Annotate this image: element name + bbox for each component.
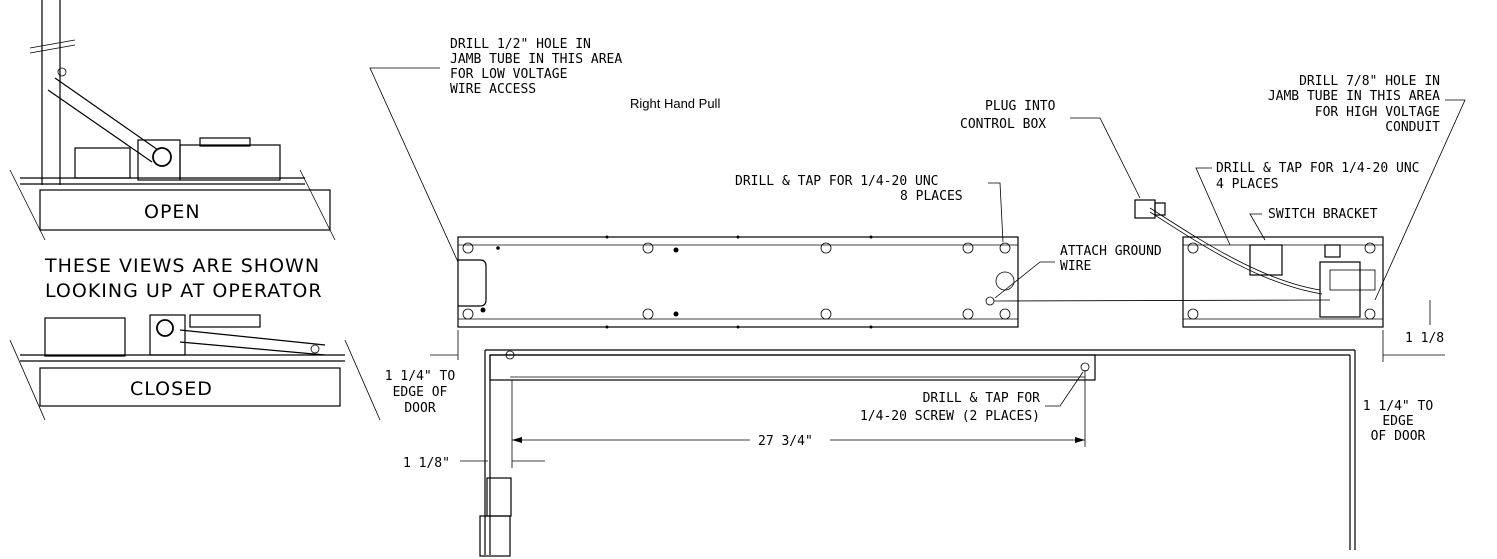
tap-8-note: DRILL & TAP FOR 1/4-20 UNC 8 PLACES: [735, 174, 1004, 243]
svg-text:OF DOOR: OF DOOR: [1371, 429, 1426, 444]
svg-text:8 PLACES: 8 PLACES: [900, 189, 963, 204]
svg-text:EDGE OF: EDGE OF: [393, 385, 448, 400]
svg-text:JAMB TUBE IN THIS AREA: JAMB TUBE IN THIS AREA: [450, 52, 622, 67]
plug-connector: [1134, 199, 1166, 219]
drawing-title: Right Hand Pull: [630, 96, 720, 111]
dim-span: 27 3/4": [512, 370, 1086, 449]
view-note-line1: THESE VIEWS ARE SHOWN: [44, 255, 320, 277]
svg-text:DRILL & TAP FOR 1/4-20 UNC: DRILL & TAP FOR 1/4-20 UNC: [735, 174, 939, 189]
low-voltage-note: DRILL 1/2" HOLE IN JAMB TUBE IN THIS ARE…: [369, 37, 622, 263]
mounting-plate: [457, 235, 1331, 329]
svg-text:FOR LOW VOLTAGE: FOR LOW VOLTAGE: [450, 67, 567, 82]
svg-text:1 1/4" TO: 1 1/4" TO: [385, 369, 456, 384]
tap-screw-note: DRILL & TAP FOR 1/4-20 SCREW (2 PLACES): [860, 371, 1084, 424]
dim-left-offset: 1 1/8": [403, 380, 545, 471]
svg-text:DRILL 7/8" HOLE IN: DRILL 7/8" HOLE IN: [1299, 74, 1440, 89]
svg-text:27 3/4": 27 3/4": [758, 434, 813, 449]
svg-text:1 1/8: 1 1/8: [1405, 331, 1444, 346]
view-note-line2: LOOKING UP AT OPERATOR: [45, 280, 323, 302]
door-outline: [479, 349, 1356, 557]
svg-text:FOR HIGH VOLTAGE: FOR HIGH VOLTAGE: [1315, 105, 1440, 120]
svg-text:CONTROL BOX: CONTROL BOX: [960, 117, 1046, 132]
switch-bracket-note: SWITCH BRACKET: [1249, 207, 1378, 241]
svg-text:1/4-20 SCREW (2 PLACES): 1/4-20 SCREW (2 PLACES): [860, 409, 1040, 424]
svg-text:DOOR: DOOR: [404, 401, 435, 416]
dim-left-edge: 1 1/4" TO EDGE OF DOOR: [385, 330, 459, 416]
svg-text:DRILL 1/2" HOLE IN: DRILL 1/2" HOLE IN: [450, 37, 591, 52]
closed-view: CLOSED: [9, 314, 381, 421]
svg-text:EDGE: EDGE: [1382, 414, 1413, 429]
high-voltage-note: DRILL 7/8" HOLE IN JAMB TUBE IN THIS ARE…: [1268, 74, 1466, 301]
svg-text:CONDUIT: CONDUIT: [1385, 120, 1440, 135]
svg-text:SWITCH BRACKET: SWITCH BRACKET: [1268, 207, 1378, 222]
svg-text:1 1/8": 1 1/8": [403, 456, 450, 471]
svg-text:WIRE ACCESS: WIRE ACCESS: [450, 82, 536, 97]
svg-text:ATTACH GROUND: ATTACH GROUND: [1060, 244, 1162, 259]
tap-4-note: DRILL & TAP FOR 1/4-20 UNC 4 PLACES: [1195, 161, 1420, 246]
plug-note: PLUG INTO CONTROL BOX: [960, 99, 1141, 199]
ground-note: ATTACH GROUND WIRE: [994, 244, 1162, 299]
svg-text:WIRE: WIRE: [1060, 259, 1091, 274]
svg-text:DRILL & TAP FOR: DRILL & TAP FOR: [923, 391, 1041, 406]
svg-text:JAMB TUBE IN THIS AREA: JAMB TUBE IN THIS AREA: [1268, 89, 1440, 104]
closed-label: CLOSED: [130, 378, 213, 400]
dim-right-offset: 1 1/8: [1382, 300, 1445, 362]
svg-text:PLUG INTO: PLUG INTO: [985, 99, 1056, 114]
svg-text:1 1/4" TO: 1 1/4" TO: [1363, 399, 1434, 414]
dim-right-edge: 1 1/4" TO EDGE OF DOOR: [1363, 399, 1434, 444]
svg-text:4 PLACES: 4 PLACES: [1216, 177, 1279, 192]
svg-text:DRILL & TAP FOR 1/4-20 UNC: DRILL & TAP FOR 1/4-20 UNC: [1216, 161, 1420, 176]
open-label: OPEN: [144, 201, 201, 223]
switch-bracket: [1149, 207, 1384, 328]
open-view: OPEN: [9, 0, 336, 241]
